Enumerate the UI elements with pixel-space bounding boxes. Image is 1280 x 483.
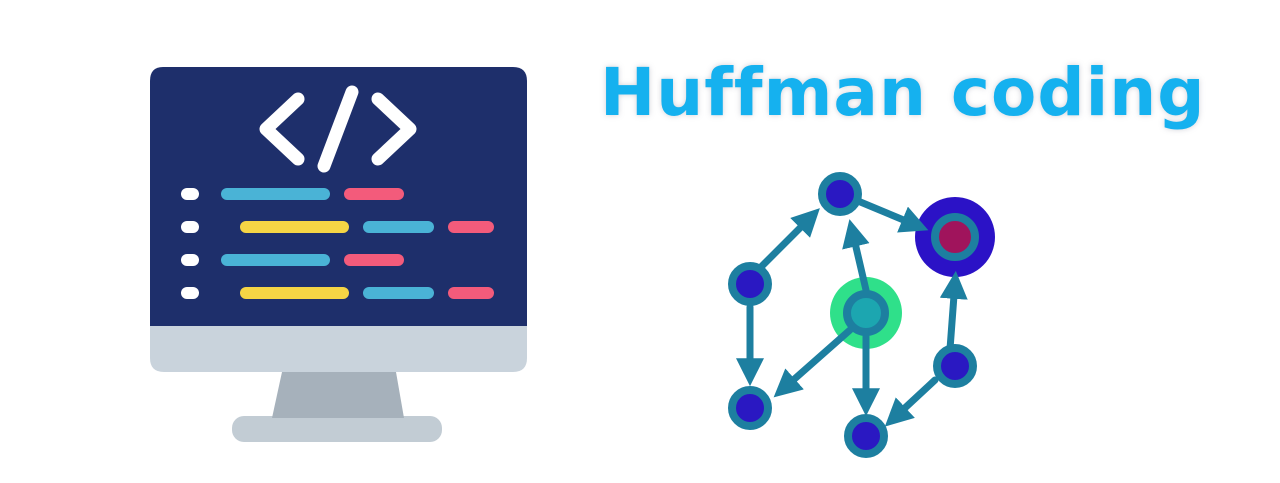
- graph-node-right: [933, 344, 977, 388]
- code-symbol-icon: [259, 85, 417, 173]
- graph-node-top: [818, 172, 862, 216]
- network-graph-icon: [728, 172, 995, 458]
- code-monitor-icon: [150, 67, 527, 442]
- monitor-stand: [272, 372, 404, 418]
- graph-node-left: [728, 262, 772, 306]
- graph-node-center: [843, 290, 889, 336]
- graph-nodes: [728, 172, 979, 458]
- graph-edges: [736, 197, 968, 427]
- page-title: Huffman coding: [600, 54, 1206, 131]
- monitor-chin: [150, 320, 527, 372]
- graph-node-target: [931, 213, 979, 261]
- code-lines: [181, 188, 494, 299]
- graph-node-bottom-left: [728, 386, 772, 430]
- graph-node-bottom: [844, 414, 888, 458]
- monitor-base: [232, 416, 442, 442]
